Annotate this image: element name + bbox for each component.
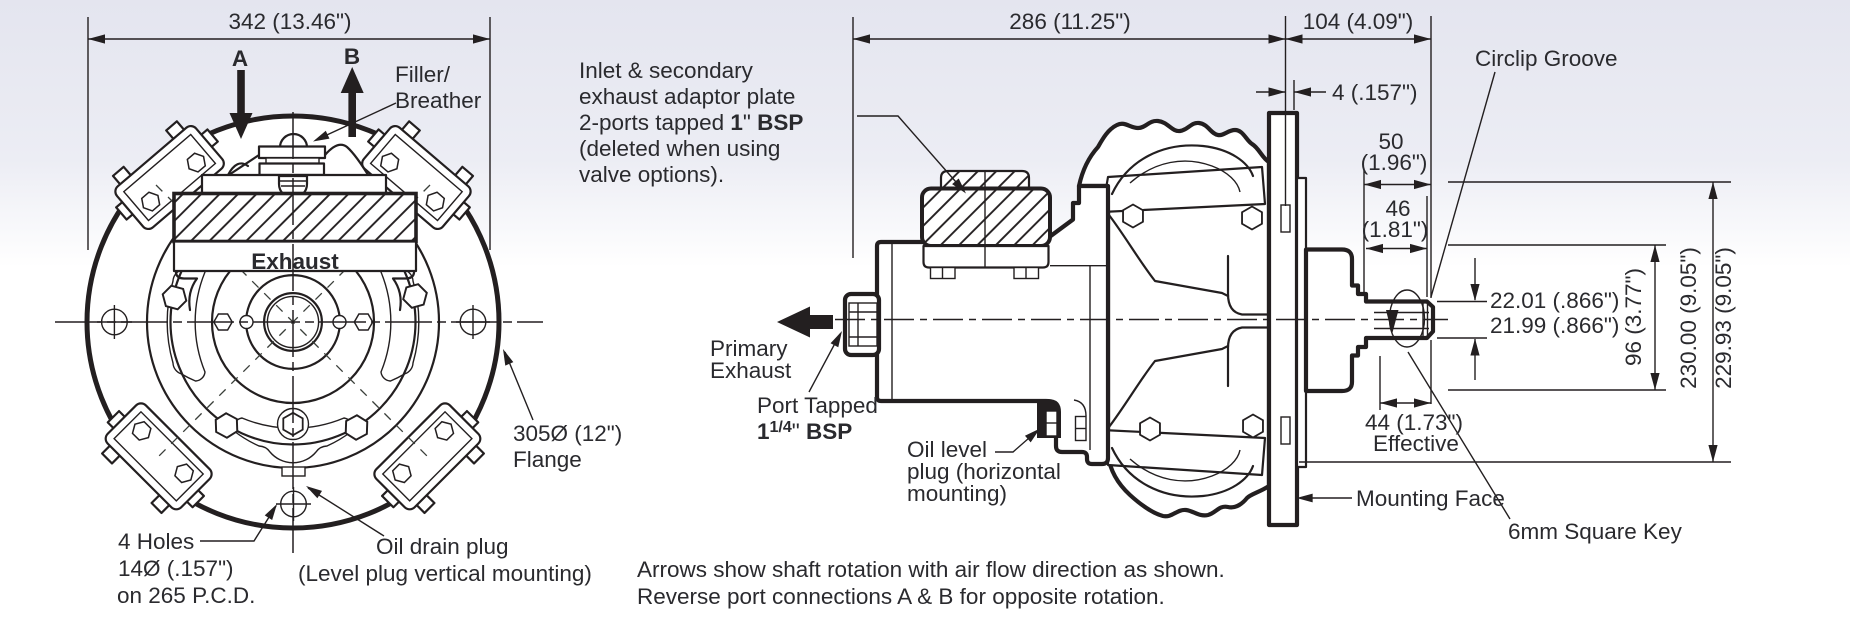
svg-text:22.01 (.866"): 22.01 (.866") <box>1490 288 1619 313</box>
svg-text:46: 46 <box>1385 196 1410 221</box>
svg-text:Mounting Face: Mounting Face <box>1356 486 1505 511</box>
svg-text:21.99 (.866"): 21.99 (.866") <box>1490 313 1619 338</box>
svg-text:(Level plug vertical mounting): (Level plug vertical mounting) <box>298 561 592 586</box>
svg-text:14Ø (.157"): 14Ø (.157") <box>118 556 234 581</box>
svg-text:Inlet & secondary: Inlet & secondary <box>579 58 754 83</box>
svg-text:mounting): mounting) <box>907 481 1007 506</box>
svg-text:Arrows show shaft rotation wit: Arrows show shaft rotation with air flow… <box>637 557 1225 582</box>
svg-text:exhaust adaptor plate: exhaust adaptor plate <box>579 84 795 109</box>
svg-text:50: 50 <box>1378 129 1403 154</box>
svg-text:Effective: Effective <box>1373 431 1459 456</box>
svg-text:230.00 (9.05"): 230.00 (9.05") <box>1676 247 1701 389</box>
svg-text:B: B <box>344 44 360 69</box>
svg-text:4 Holes: 4 Holes <box>118 529 194 554</box>
svg-text:2-ports tapped 1" BSP: 2-ports tapped 1" BSP <box>579 110 803 135</box>
svg-text:valve options).: valve options). <box>579 162 724 187</box>
svg-text:(1.81"): (1.81") <box>1362 217 1429 242</box>
svg-text:6mm Square Key: 6mm Square Key <box>1508 519 1683 544</box>
svg-text:Flange: Flange <box>513 447 582 472</box>
svg-text:A: A <box>232 46 248 71</box>
svg-text:229.93 (9.05"): 229.93 (9.05") <box>1711 247 1736 389</box>
svg-text:Exhaust: Exhaust <box>710 358 792 383</box>
svg-text:286 (11.25"): 286 (11.25") <box>1009 9 1130 34</box>
svg-text:Filler/: Filler/ <box>395 62 451 87</box>
svg-text:Circlip Groove: Circlip Groove <box>1475 46 1618 71</box>
svg-text:Breather: Breather <box>395 88 482 113</box>
svg-text:342 (13.46"): 342 (13.46") <box>228 9 351 34</box>
svg-text:(deleted when using: (deleted when using <box>579 136 780 161</box>
svg-text:Exhaust: Exhaust <box>251 249 339 274</box>
svg-text:96 (3.77"): 96 (3.77") <box>1621 268 1646 366</box>
svg-text:(1.96"): (1.96") <box>1361 150 1428 175</box>
svg-text:Oil drain plug: Oil drain plug <box>376 534 509 559</box>
svg-text:on 265 P.C.D.: on 265 P.C.D. <box>117 583 255 608</box>
svg-text:305Ø (12"): 305Ø (12") <box>513 421 622 446</box>
svg-text:4 (.157"): 4 (.157") <box>1332 80 1418 105</box>
svg-text:Primary: Primary <box>710 336 788 361</box>
svg-text:104 (4.09"): 104 (4.09") <box>1303 9 1414 34</box>
svg-text:Port Tapped: Port Tapped <box>757 393 878 418</box>
svg-text:Reverse port connections A & B: Reverse port connections A & B for oppos… <box>637 584 1165 609</box>
svg-text:plug (horizontal: plug (horizontal <box>907 459 1061 484</box>
svg-text:Oil level: Oil level <box>907 437 987 462</box>
svg-text:44 (1.73"): 44 (1.73") <box>1365 410 1463 435</box>
